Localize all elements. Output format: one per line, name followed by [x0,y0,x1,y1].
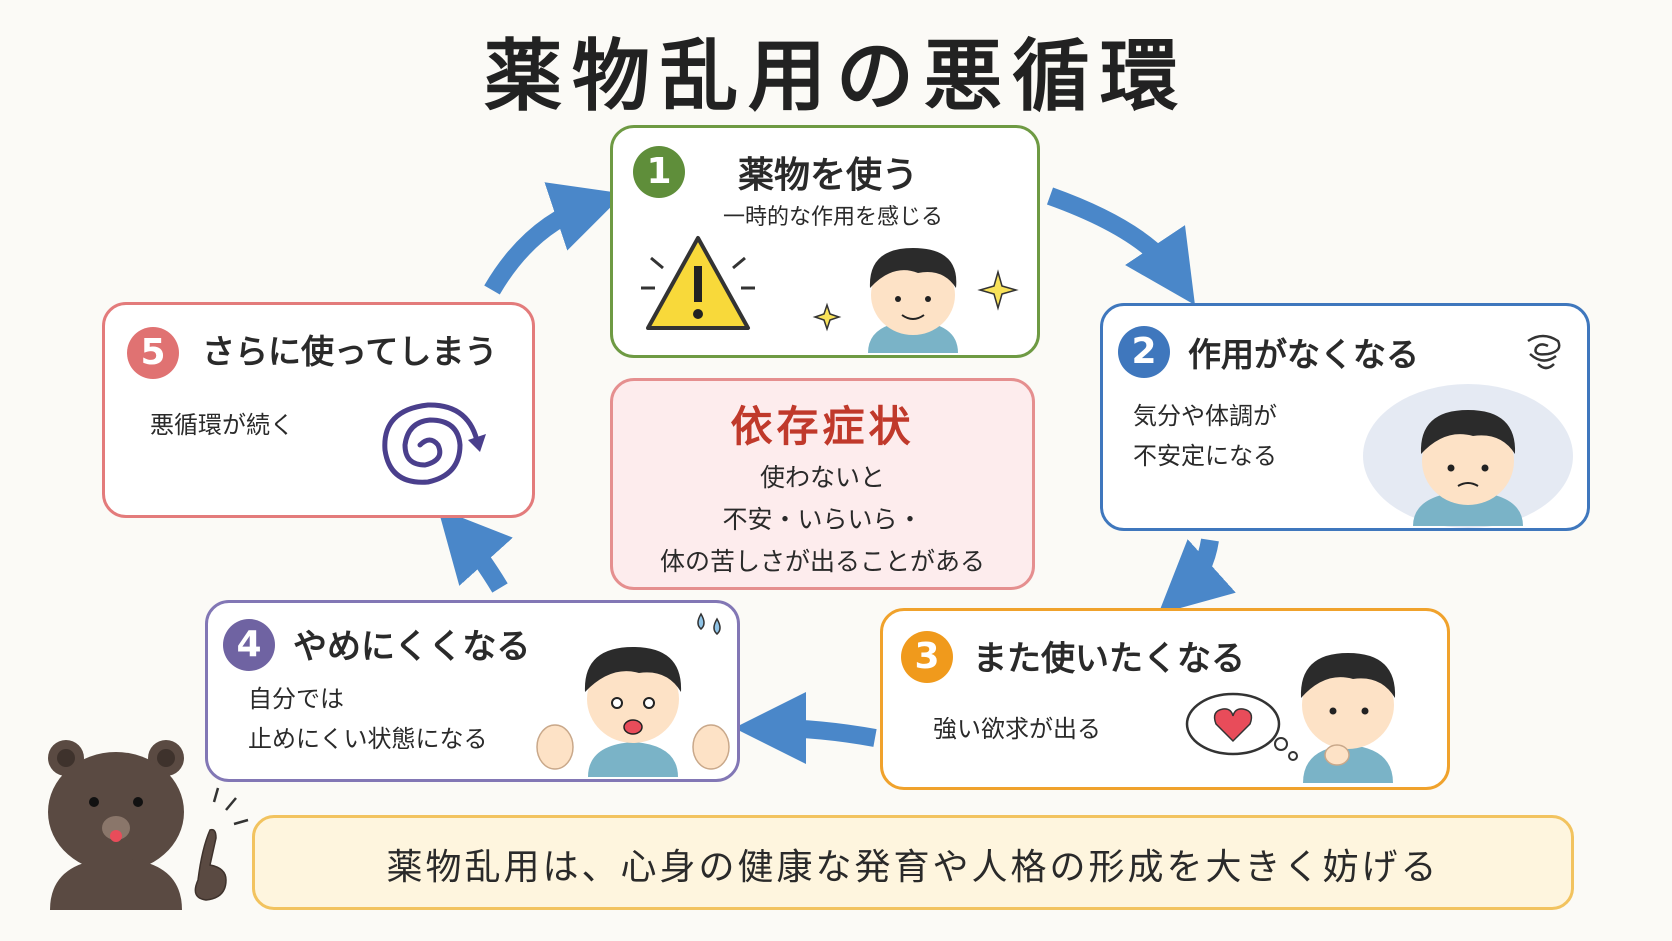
step-2-card: 2 作用がなくなる 気分や体調が 不安定になる [1100,303,1590,531]
step-heading: 薬物を使う [738,155,919,196]
sweat-drop-icon [697,612,721,635]
step-4-card: 4 やめにくくなる 自分では 止めにくい状態になる [205,600,740,782]
dependence-description: 使わないと 不安・いらいら・ 体の苦しさが出ることがある [659,463,985,576]
step-1-card: 1 薬物を使う 一時的な作用を感じる [610,125,1040,358]
step-number-badge: 1 [633,146,685,198]
heart-thought-icon [1185,692,1298,761]
step-number-badge: 3 [901,631,953,683]
step-heading: また使いたくなる [973,639,1245,679]
step-heading: 作用がなくなる [1188,335,1419,374]
happy-boy-illustration [868,248,958,353]
arrow-2-to-3 [1158,538,1236,615]
conclusion-banner: 薬物乱用は、心身の健康な発育や人格の形成を大きく妨げる [252,815,1574,910]
step-number-badge: 4 [223,619,275,671]
dependence-heading: 依存症状 [730,402,915,451]
conclusion-text: 薬物乱用は、心身の健康な発育や人格の形成を大きく妨げる [386,847,1440,888]
panicked-boy-illustration [536,647,730,777]
sparkle-icon [812,302,842,332]
dizzy-swirl-icon [1527,334,1561,370]
step-description: 強い欲求が出る [933,715,1101,743]
step-description: 気分や体調が 不安定になる [1133,402,1277,470]
arrow-4-to-5 [437,508,513,593]
page-title: 薬物乱用の悪循環 [483,32,1188,122]
spiral-icon [382,402,486,485]
bear-mascot-illustration [48,740,249,910]
arrow-1-to-2 [1046,187,1195,305]
step-heading: やめにくくなる [293,627,531,667]
step-3-card: 3 また使いたくなる 強い欲求が出る [880,608,1450,790]
step-description: 一時的な作用を感じる [723,205,944,230]
longing-boy-illustration [1300,653,1396,783]
arrow-5-to-1 [484,182,625,295]
arrow-3-to-4 [734,692,877,765]
warning-icon [641,236,755,330]
step-number-badge: 5 [127,327,179,379]
step-description: 自分では 止めにくい状態になる [248,685,488,753]
dependence-card: 依存症状 使わないと 不安・いらいら・ 体の苦しさが出ることがある [610,378,1035,590]
step-description: 悪循環が続く [150,411,294,439]
sparkle-icon [977,269,1019,311]
step-number-badge: 2 [1118,326,1170,378]
step-5-card: 5 さらに使ってしまう 悪循環が続く [102,302,535,518]
worried-boy-illustration [1363,384,1573,528]
step-heading: さらに使ってしまう [202,332,498,371]
